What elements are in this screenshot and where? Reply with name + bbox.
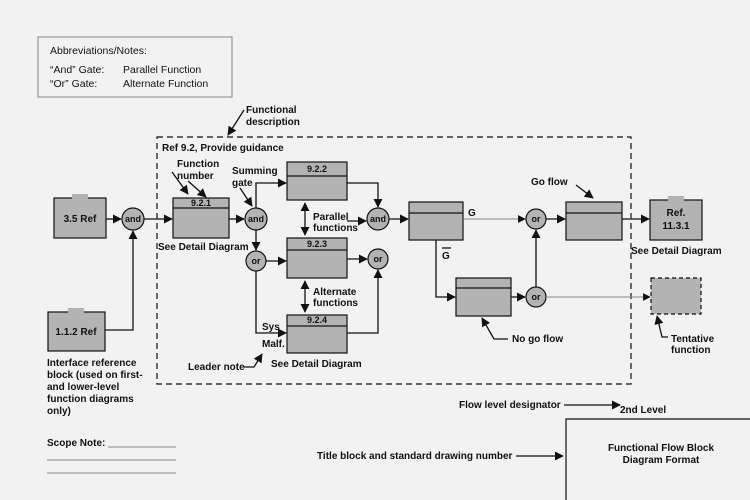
- boundary-label: Ref 9.2, Provide guidance: [162, 143, 284, 154]
- function-number-9-2-4: 9.2.4: [307, 315, 327, 325]
- svg-text:only): only): [47, 406, 71, 417]
- svg-text:and: and: [370, 214, 386, 224]
- or-gate-4: or: [525, 286, 547, 308]
- alternate-functions-line-1: Alternate: [313, 287, 357, 298]
- ref-11-3-1-line-2: 11.3.1: [662, 221, 690, 232]
- svg-text:Sys: Sys: [262, 322, 280, 333]
- function-block-g: [408, 201, 464, 241]
- see-detail-diagram-2: See Detail Diagram: [271, 359, 362, 370]
- summing-gate-note: Summing gate: [232, 166, 278, 207]
- svg-text:or: or: [374, 254, 383, 264]
- and-gate-1: and: [121, 207, 145, 231]
- svg-text:number: number: [177, 171, 214, 182]
- parallel-functions-line-2: functions: [313, 223, 358, 234]
- function-number-9-2-3: 9.2.3: [307, 239, 327, 249]
- or-gate-3: or: [525, 208, 547, 230]
- flow-lines: [105, 178, 651, 338]
- function-boundary: [156, 136, 632, 385]
- svg-text:and: and: [248, 214, 264, 224]
- svg-text:Summing: Summing: [232, 166, 278, 177]
- flow-level-designator: Flow level designator 2nd Level: [459, 400, 666, 416]
- interface-reference-note: Interface reference block (used on first…: [47, 358, 143, 417]
- svg-text:function: function: [671, 345, 710, 356]
- svg-text:Tentative: Tentative: [671, 334, 715, 345]
- and-gate-value: Parallel Function: [123, 64, 201, 76]
- and-gate-2: and: [366, 207, 390, 231]
- ref-block-3-5: 3.5 Ref: [53, 194, 107, 239]
- function-block-go: [565, 201, 623, 241]
- go-flow-note: Go flow: [531, 177, 594, 199]
- svg-text:and lower-level: and lower-level: [47, 382, 119, 393]
- tentative-function-block: [650, 277, 702, 315]
- svg-text:or: or: [252, 256, 261, 266]
- function-block-g-bar: [455, 277, 512, 317]
- ref-block-1-1-2: 1.1.2 Ref: [47, 308, 106, 352]
- ref-block-11-3-1: Ref. 11.3.1: [649, 196, 703, 241]
- svg-text:Diagram Format: Diagram Format: [623, 455, 700, 466]
- function-block-9-2-2: 9.2.2: [286, 161, 348, 201]
- function-number-note: Function number: [171, 159, 219, 198]
- alternate-functions-line-2: functions: [313, 298, 358, 309]
- ref-3-5-label: 3.5 Ref: [64, 214, 97, 225]
- parallel-functions-line-1: Parallel: [313, 212, 349, 223]
- svg-text:Title block and standard drawi: Title block and standard drawing number: [317, 451, 513, 462]
- svg-text:and: and: [125, 214, 141, 224]
- summing-and-gate: and: [244, 207, 268, 231]
- functional-description-line-2: description: [246, 117, 300, 128]
- svg-text:Go flow: Go flow: [531, 177, 568, 188]
- svg-text:Flow level designator: Flow level designator: [459, 400, 561, 411]
- tentative-function-note: Tentative function: [654, 315, 715, 356]
- functional-description-line-1: Functional: [246, 105, 297, 116]
- notes-title: Abbreviations/Notes:: [50, 45, 147, 57]
- svg-text:or: or: [532, 292, 541, 302]
- or-gate-2: or: [367, 248, 389, 270]
- see-detail-diagram-3: See Detail Diagram: [631, 246, 722, 257]
- second-level-label: 2nd Level: [620, 405, 666, 416]
- g-bar-label: G: [442, 247, 451, 262]
- function-block-9-2-1: 9.2.1: [172, 197, 230, 239]
- or-gate-value: Alternate Function: [123, 78, 208, 90]
- or-gate-1: or: [245, 250, 267, 272]
- sys-malf-note: Sys Malf.: [262, 322, 285, 350]
- title-block: Functional Flow Block Diagram Format: [565, 418, 750, 500]
- function-block-9-2-4: 9.2.4: [286, 314, 348, 354]
- svg-text:Malf.: Malf.: [262, 339, 285, 350]
- svg-text:or: or: [532, 214, 541, 224]
- svg-text:G: G: [442, 251, 450, 262]
- leader-note: Leader note: [188, 353, 263, 373]
- svg-text:gate: gate: [232, 178, 253, 189]
- function-number-9-2-2: 9.2.2: [307, 164, 327, 174]
- scope-note: Scope Note:: [47, 438, 176, 474]
- function-block-9-2-3: 9.2.3: [286, 237, 348, 279]
- ref-11-3-1-line-1: Ref.: [667, 208, 686, 219]
- abbreviations-notes-box: Abbreviations/Notes: “And” Gate: Paralle…: [37, 36, 233, 98]
- no-go-flow-note: No go flow: [481, 317, 563, 345]
- svg-text:Scope Note:: Scope Note:: [47, 438, 105, 449]
- svg-text:No go flow: No go flow: [512, 334, 563, 345]
- svg-text:Interface reference: Interface reference: [47, 358, 137, 369]
- g-label: G: [468, 208, 476, 219]
- or-gate-label: “Or” Gate:: [50, 78, 97, 90]
- functional-description-note: Functional description: [227, 105, 300, 136]
- title-block-note: Title block and standard drawing number: [317, 451, 564, 462]
- ref-1-1-2-label: 1.1.2 Ref: [55, 327, 97, 338]
- svg-text:function diagrams: function diagrams: [47, 394, 134, 405]
- svg-text:Functional Flow Block: Functional Flow Block: [608, 443, 715, 454]
- function-number-9-2-1: 9.2.1: [191, 198, 211, 208]
- svg-text:Function: Function: [177, 159, 219, 170]
- see-detail-diagram-1: See Detail Diagram: [158, 242, 249, 253]
- svg-text:Leader note: Leader note: [188, 362, 245, 373]
- and-gate-label: “And” Gate:: [50, 64, 104, 76]
- svg-text:block (used on first-: block (used on first-: [47, 370, 143, 381]
